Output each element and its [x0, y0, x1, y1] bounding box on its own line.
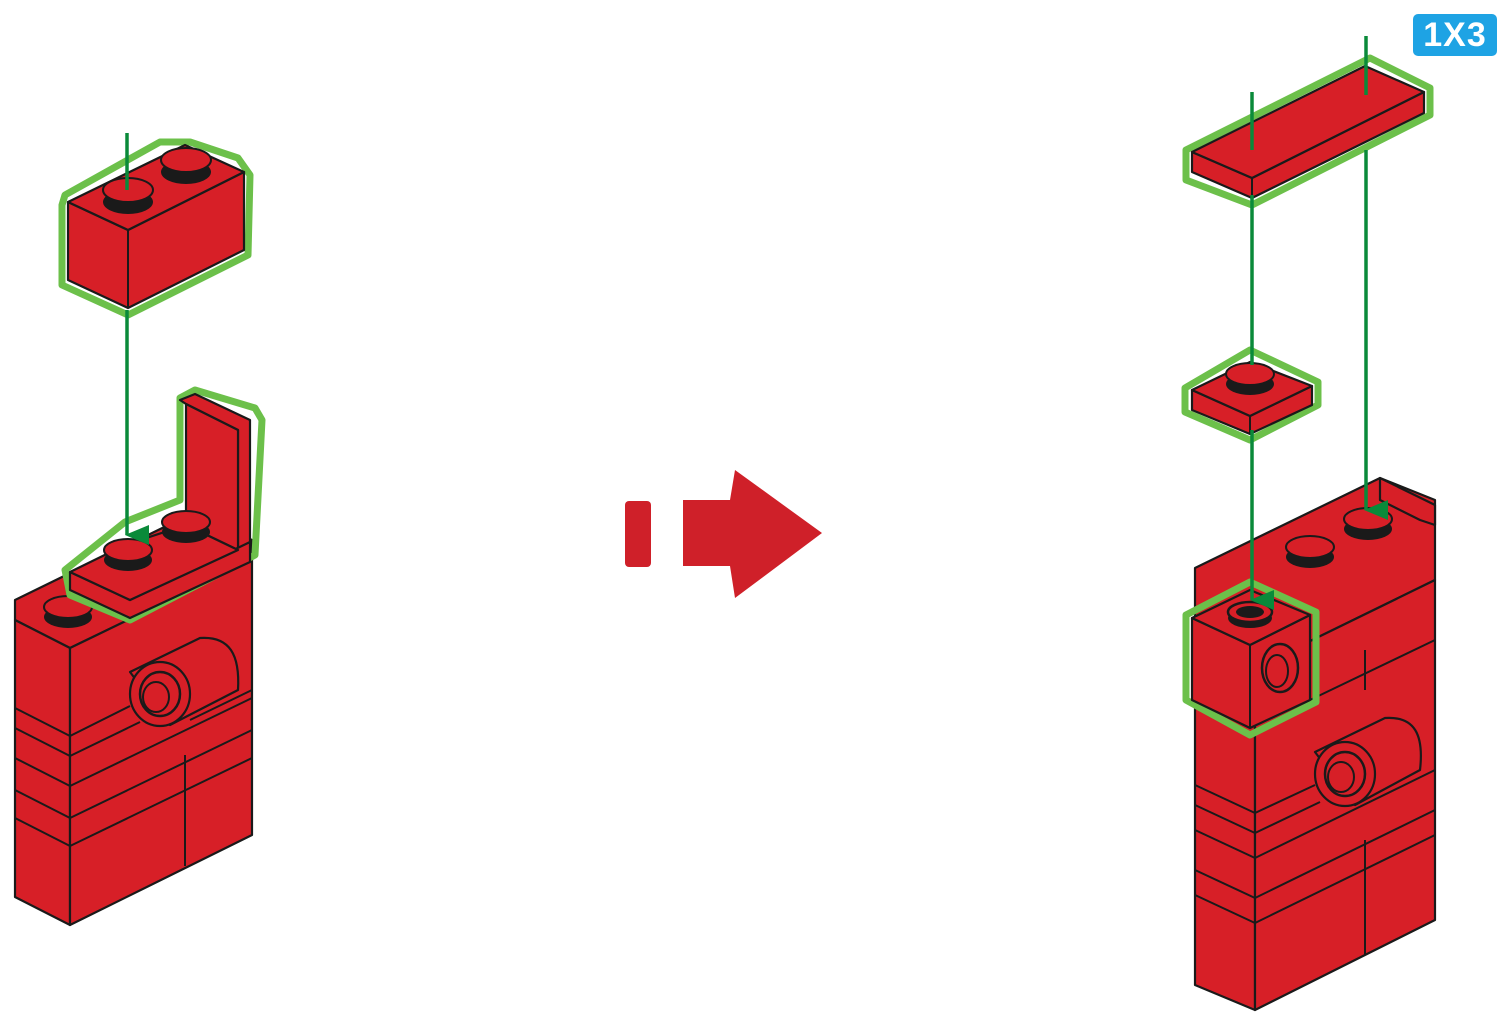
right-assembly: [1185, 36, 1435, 1010]
right-brick-1x1-hole: [1186, 582, 1316, 735]
right-tile-1x3: [1186, 58, 1430, 205]
next-step-arrow-icon: [625, 470, 822, 598]
left-brick-1x2: [62, 142, 250, 315]
right-base: [1195, 478, 1435, 1010]
quantity-badge: 1X3: [1413, 14, 1497, 56]
left-assembly: [15, 133, 262, 925]
